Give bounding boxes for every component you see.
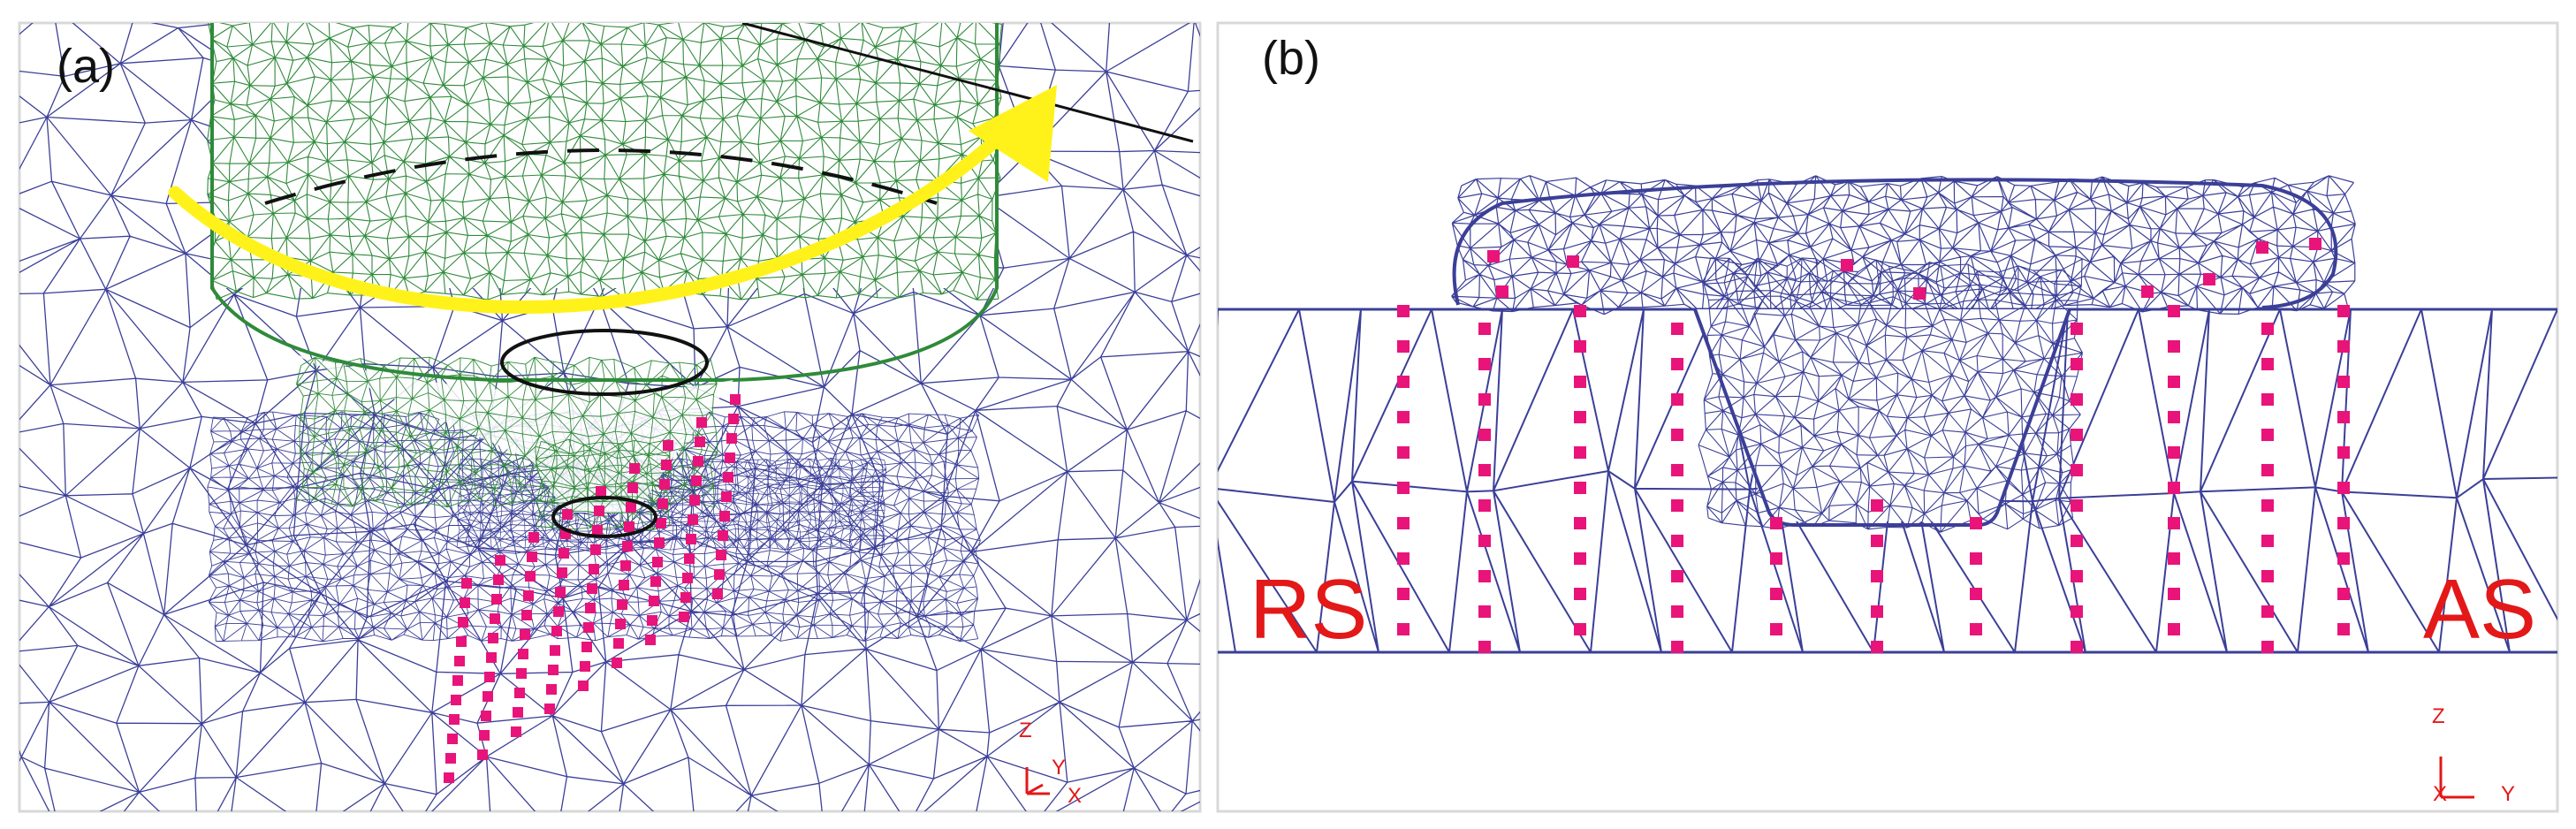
axis-label-z-a: Z (1019, 719, 1032, 742)
tool-outline-lines (264, 23, 1194, 538)
advancing-side-label: AS (2423, 562, 2536, 657)
axis-triad-a: Z Y X (1019, 719, 1082, 808)
axis-label-z-b: Z (2432, 704, 2445, 728)
axis-label-x-b: X (2433, 782, 2447, 806)
panel-a: (a) Z Y X (18, 21, 1202, 813)
panel-label-a: (a) (57, 40, 115, 93)
axis-triad-b: Z X Y (2432, 704, 2515, 806)
axis-label-y-a: Y (1052, 756, 1066, 780)
panel-label-b: (b) (1262, 32, 1320, 85)
tool-mesh-b (1451, 175, 2356, 533)
tracer-points-b (1397, 238, 2350, 653)
panel-b: (b) RS AS Z X Y (1216, 21, 2559, 813)
tracer-points-a (444, 394, 741, 783)
axis-label-x-a: X (1068, 784, 1082, 808)
rotation-arrow (168, 85, 1057, 314)
retreating-side-label: RS (1250, 562, 1367, 657)
axis-label-y-b: Y (2501, 782, 2515, 806)
